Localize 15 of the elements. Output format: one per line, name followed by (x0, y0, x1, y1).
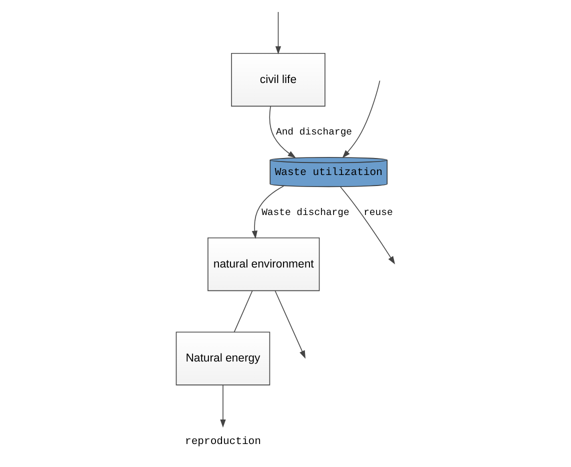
arrow (220, 384, 226, 428)
arrow (274, 290, 306, 359)
node-box: civil life (231, 52, 326, 107)
node-box: natural environment (208, 237, 320, 292)
edge-label: Waste discharge (262, 206, 350, 218)
arrow (340, 186, 396, 264)
arrow (275, 12, 282, 54)
connector (234, 290, 253, 332)
arrow (252, 186, 284, 239)
arrow (269, 106, 296, 158)
node-text: reproduction (185, 436, 261, 448)
edge-label: And discharge (276, 126, 352, 138)
arrow (342, 80, 380, 158)
edge-label: reuse (364, 206, 393, 218)
node-box: Natural energy (176, 332, 270, 386)
